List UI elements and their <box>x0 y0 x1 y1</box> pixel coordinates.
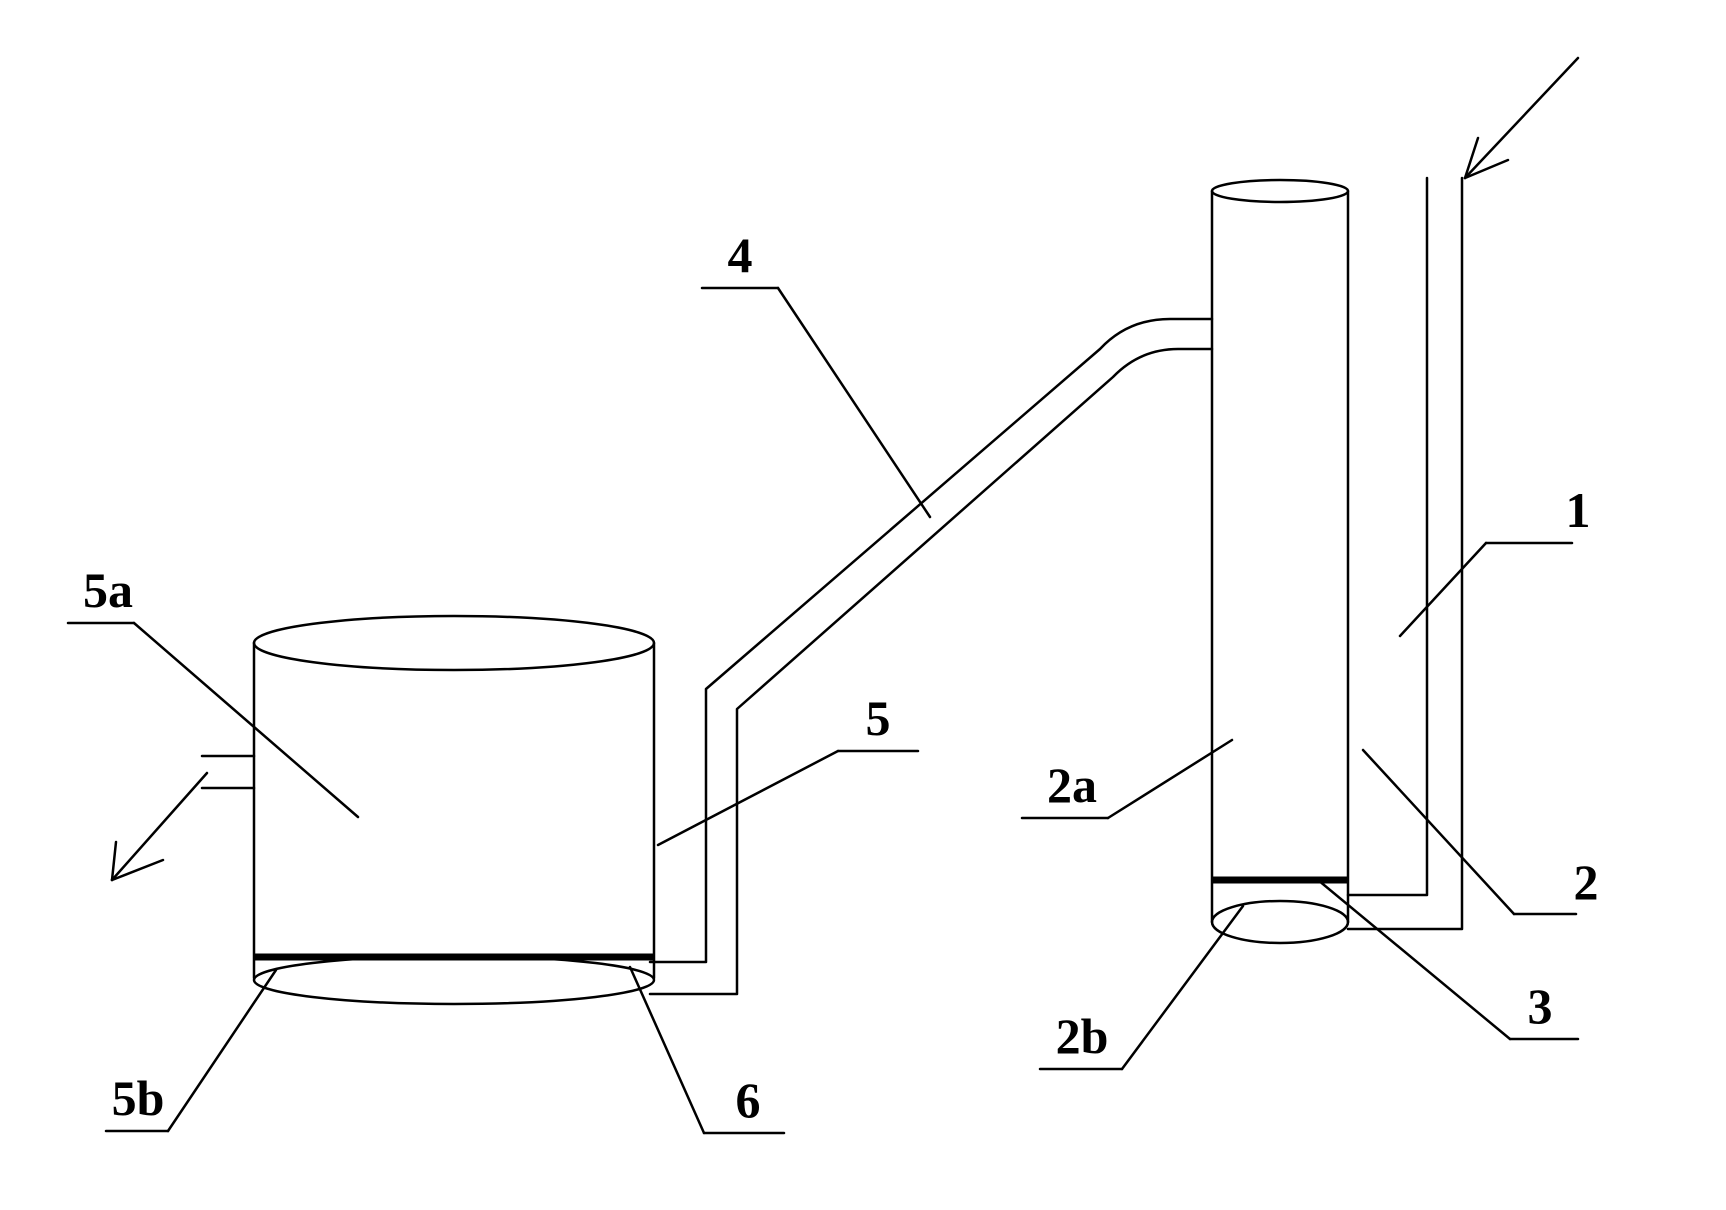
leader-4 <box>776 286 932 519</box>
leader-3 <box>1316 878 1512 1041</box>
outlet-arrow-head-b <box>110 858 165 882</box>
column-2 <box>1210 178 1350 945</box>
leader-2 <box>1361 748 1516 916</box>
inlet-arrow-head-b <box>1463 158 1510 180</box>
connecting-pipe-4 <box>648 317 1214 996</box>
label-5a: 5a <box>83 562 133 618</box>
outlet <box>110 754 256 882</box>
connecting-pipe-upper-wall <box>648 317 1214 964</box>
leader-1 <box>1398 541 1488 638</box>
inlet-pipe-outer-wall <box>1346 176 1464 931</box>
label-6: 6 <box>736 1072 761 1128</box>
leader-5b <box>166 968 278 1133</box>
leader-2a <box>1106 738 1234 820</box>
leader-5 <box>656 749 840 847</box>
tank-bottom-ellipse <box>252 954 656 1006</box>
labels: 1 2 2a 2b 3 4 5 5a 5b 6 <box>83 227 1599 1128</box>
inlet-arrow <box>1463 56 1580 180</box>
tank-5 <box>252 614 656 1006</box>
tank-top-ellipse <box>252 614 656 672</box>
connecting-pipe-lower-wall <box>648 347 1214 996</box>
outlet-arrow-head-a <box>110 840 118 882</box>
inlet-pipe-1 <box>1346 176 1464 931</box>
label-3: 3 <box>1528 978 1553 1034</box>
label-2: 2 <box>1574 854 1599 910</box>
label-1: 1 <box>1566 482 1591 538</box>
label-5b: 5b <box>112 1070 165 1126</box>
label-4: 4 <box>728 227 753 283</box>
label-2a: 2a <box>1047 757 1097 813</box>
label-5: 5 <box>866 690 891 746</box>
leader-2b <box>1120 904 1245 1071</box>
column-top-ellipse <box>1210 178 1350 204</box>
column-bottom-ellipse <box>1210 899 1350 945</box>
leader-lines <box>66 286 1580 1135</box>
leader-6 <box>628 965 706 1135</box>
label-2b: 2b <box>1056 1008 1109 1064</box>
outlet-arrow-shaft <box>110 771 209 882</box>
inlet-arrow-head-a <box>1463 136 1480 180</box>
inlet-arrow-shaft <box>1463 56 1580 180</box>
inlet-pipe-inner-wall <box>1346 176 1429 897</box>
leader-5a <box>132 621 360 819</box>
